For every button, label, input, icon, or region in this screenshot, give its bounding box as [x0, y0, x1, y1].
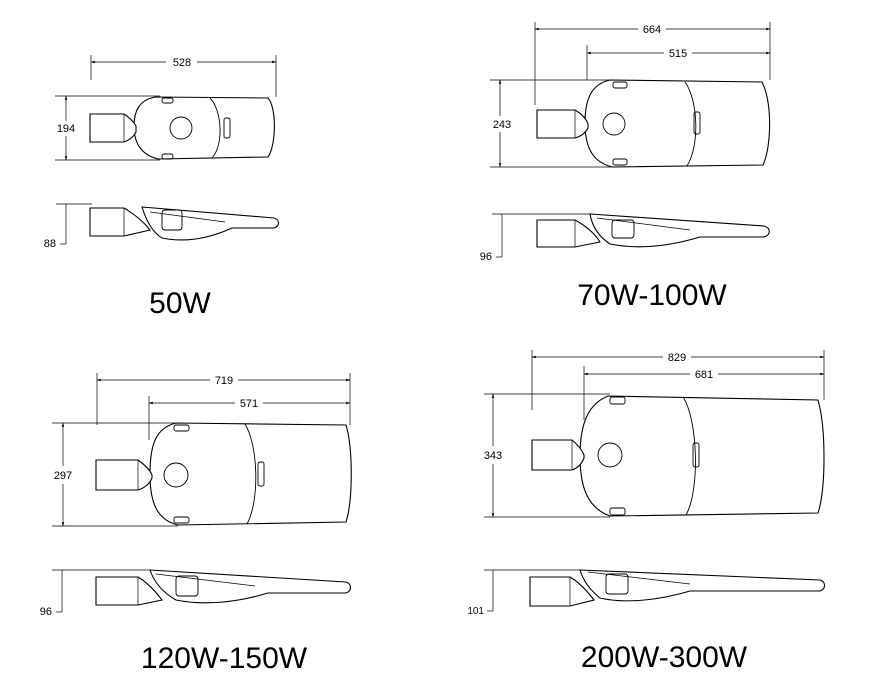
- width-label: 297: [54, 470, 72, 482]
- dim-inner-120w: 571: [148, 396, 351, 440]
- housing-outline: [579, 395, 825, 517]
- side-adapter: [529, 576, 595, 607]
- caption-50w: 50W: [149, 287, 211, 320]
- dim-width-200w: 343: [484, 393, 610, 518]
- dim-inner-70w: 515: [586, 45, 771, 80]
- latch: [257, 461, 265, 487]
- side-adapter: [536, 219, 601, 248]
- housing-outline: [133, 96, 275, 160]
- top-view-70w: [536, 79, 771, 168]
- height-label: 96: [40, 606, 52, 618]
- length-label: 829: [668, 352, 686, 364]
- panel-70w-100w: 664 515 243 96 70W-100W: [480, 22, 771, 312]
- sensor-circle: [169, 116, 193, 140]
- pole-adapter: [89, 113, 137, 143]
- dim-width-120w: 297: [52, 422, 178, 527]
- height-label: 88: [44, 238, 56, 250]
- lens-panel: [209, 97, 221, 159]
- pole-adapter: [531, 439, 585, 471]
- clip-top: [161, 97, 174, 104]
- dim-length-70w: 664: [534, 22, 771, 105]
- side-adapter: [89, 207, 151, 237]
- width-label: 243: [493, 119, 511, 131]
- caption-70w-100w: 70W-100W: [577, 279, 727, 312]
- side-housing: [589, 213, 770, 248]
- inner-length-label: 571: [240, 398, 258, 410]
- pole-adapter: [536, 109, 589, 139]
- side-housing: [579, 569, 826, 602]
- panel-120w-150w: 719 571 297 96 120W-150W: [40, 373, 352, 675]
- length-label: 664: [643, 24, 661, 36]
- sensor-circle: [602, 112, 626, 136]
- caption-200w-300w: 200W-300W: [581, 641, 748, 674]
- latch: [223, 117, 231, 139]
- dim-inner-200w: 681: [583, 366, 825, 420]
- top-view-200w: [531, 395, 825, 517]
- panel-50w: 528 194 88 50W: [44, 55, 280, 320]
- inner-length-label: 681: [695, 369, 713, 381]
- side-adapter: [95, 576, 163, 606]
- sensor-circle: [597, 442, 623, 468]
- top-view-120w: [95, 422, 352, 526]
- dim-width-70w: 243: [490, 79, 612, 168]
- dim-length-120w: 719: [96, 373, 351, 425]
- side-view-120w: 96: [40, 569, 352, 618]
- inner-length-label: 515: [669, 48, 687, 60]
- dim-length-200w: 829: [531, 350, 825, 410]
- dim-length-50w: 528: [90, 55, 277, 97]
- latch: [693, 111, 701, 135]
- pole-adapter: [95, 459, 153, 491]
- caption-120w-150w: 120W-150W: [141, 642, 308, 675]
- side-view-200w: 101: [467, 569, 826, 617]
- side-view-70w: 96: [480, 213, 770, 263]
- clip-bottom: [161, 153, 174, 160]
- dim-width-50w: 194: [55, 95, 160, 161]
- width-label: 343: [484, 450, 502, 462]
- sensor-circle: [163, 462, 189, 488]
- length-label: 528: [173, 57, 191, 69]
- side-housing: [149, 569, 352, 604]
- panel-200w-300w: 829 681 343 101 200W-300W: [467, 350, 826, 674]
- width-label: 194: [57, 123, 75, 135]
- side-view-50w: 88: [44, 203, 280, 250]
- housing-outline: [149, 422, 352, 526]
- lens-panel: [682, 396, 696, 516]
- height-label: 96: [480, 251, 492, 263]
- top-view-50w: [89, 96, 275, 160]
- lens-panel: [684, 81, 697, 167]
- housing-outline: [584, 79, 771, 168]
- latch: [692, 442, 700, 468]
- lens-panel: [244, 423, 257, 525]
- length-label: 719: [215, 375, 233, 387]
- height-label: 101: [467, 606, 484, 617]
